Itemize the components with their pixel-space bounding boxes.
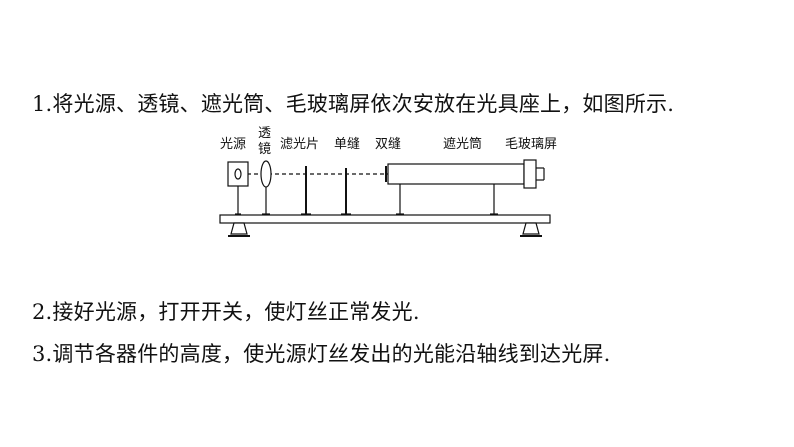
bench-foot-left [230,222,248,235]
optical-bench-diagram: 光源 透 镜 滤光片 单缝 双缝 遮光筒 毛玻璃屏 [219,126,557,237]
bulb-icon [234,168,242,180]
label-lens-top: 透 [258,126,271,141]
lens-icon [260,160,272,188]
light-source-box [227,161,249,187]
optical-bench-rail [219,214,551,224]
glass-screen-holder [523,159,537,189]
label-glass-screen: 毛玻璃屏 [505,137,557,152]
bench-foot-right [522,222,540,235]
step-3-text: 3.调节各器件的高度，使光源灯丝发出的光能沿轴线到达光屏. [32,342,611,366]
label-lens-bottom: 镜 [258,142,271,157]
label-filter: 滤光片 [280,137,319,152]
shade-tube [387,163,525,185]
step-1-text: 1.将光源、透镜、遮光筒、毛玻璃屏依次安放在光具座上，如图所示. [32,92,675,116]
step-2-text: 2.接好光源，打开开关，使灯丝正常发光. [32,300,420,324]
label-single-slit: 单缝 [334,137,360,152]
label-light-source: 光源 [220,137,246,152]
label-shade-tube: 遮光筒 [443,136,482,152]
label-double-slit: 双缝 [375,137,401,152]
